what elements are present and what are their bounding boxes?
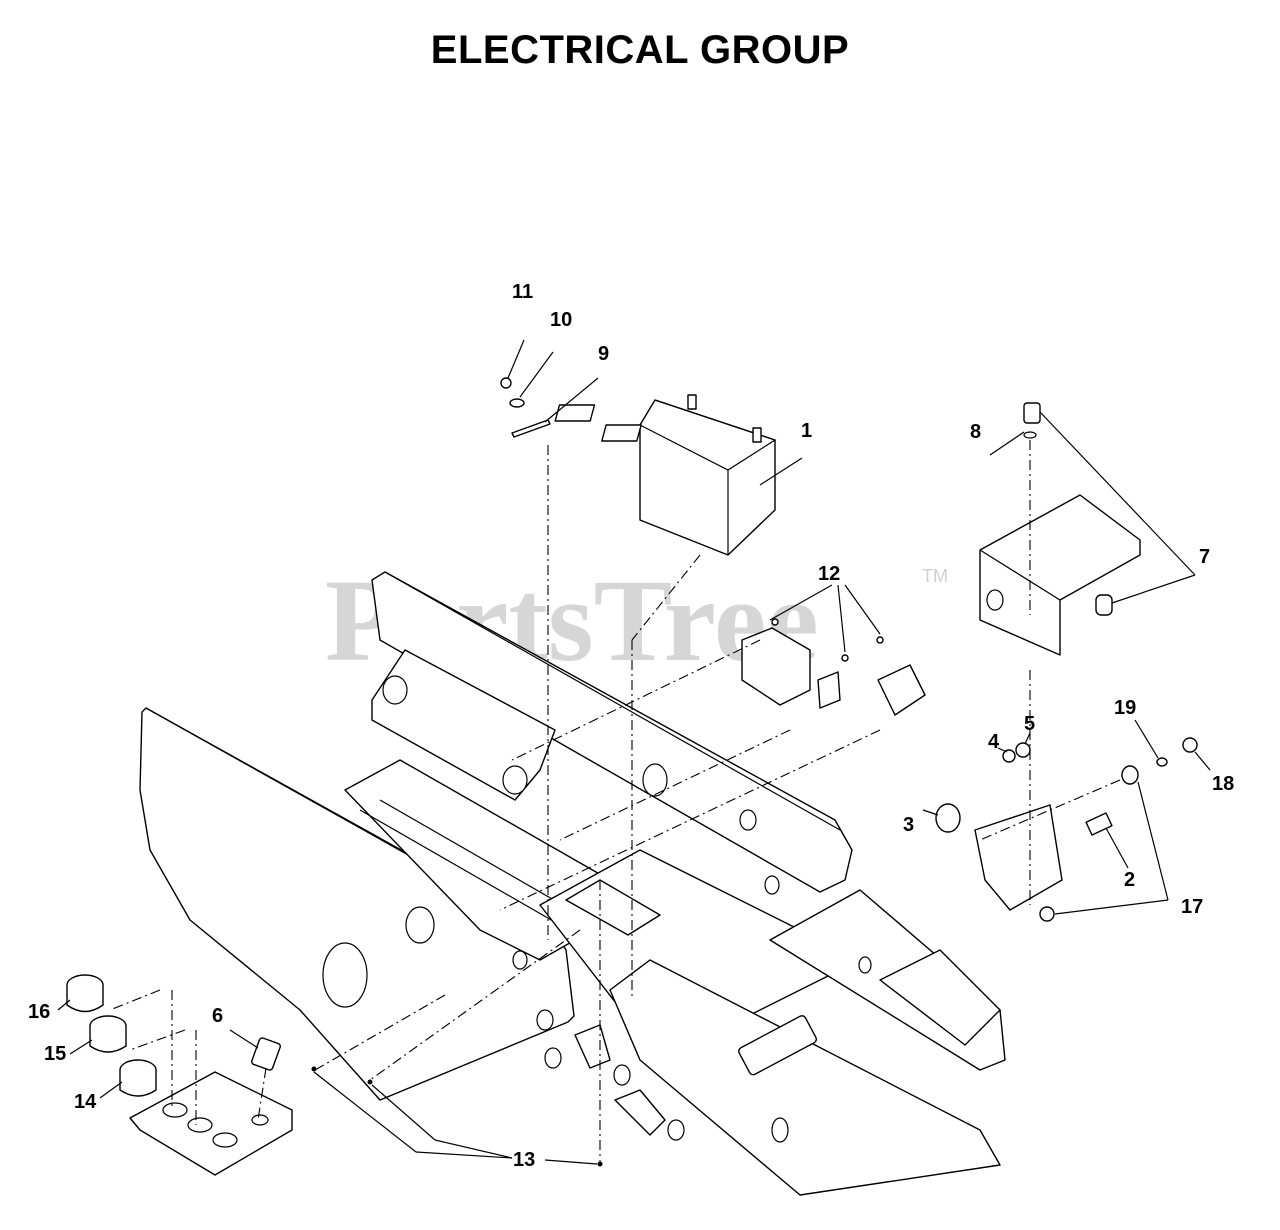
watermark-tm: TM <box>922 566 948 586</box>
chassis-frame <box>139 571 1006 1196</box>
callout-9: 9 <box>598 343 609 365</box>
callout-3: 3 <box>903 814 914 836</box>
leader-lines <box>57 339 1211 1165</box>
battery-cover <box>979 402 1141 656</box>
callout-6: 6 <box>212 1005 223 1027</box>
hold-down-hardware <box>500 377 551 438</box>
battery <box>554 394 777 556</box>
callout-10: 10 <box>550 309 572 331</box>
relay-cluster <box>741 618 926 716</box>
callout-labels: 1 2 3 4 5 6 7 8 9 10 11 12 13 14 15 16 1… <box>28 281 1234 1171</box>
callout-4: 4 <box>988 731 1000 753</box>
switch-panel <box>935 737 1198 922</box>
callout-17: 17 <box>1181 896 1203 918</box>
callout-13: 13 <box>513 1149 535 1171</box>
callout-14: 14 <box>74 1091 97 1113</box>
gauge-panel <box>66 974 293 1176</box>
callout-2: 2 <box>1124 869 1135 891</box>
assembly-lines <box>109 445 1121 1167</box>
callout-18: 18 <box>1212 773 1234 795</box>
callout-16: 16 <box>28 1001 50 1023</box>
callout-11: 11 <box>512 281 533 303</box>
callout-1: 1 <box>801 420 812 442</box>
callout-12: 12 <box>818 563 840 585</box>
callout-5: 5 <box>1024 713 1035 735</box>
callout-15: 15 <box>44 1043 66 1065</box>
callout-8: 8 <box>970 421 981 443</box>
callout-19: 19 <box>1114 697 1136 719</box>
diagram-title: ELECTRICAL GROUP <box>430 28 850 72</box>
callout-7: 7 <box>1199 546 1210 568</box>
